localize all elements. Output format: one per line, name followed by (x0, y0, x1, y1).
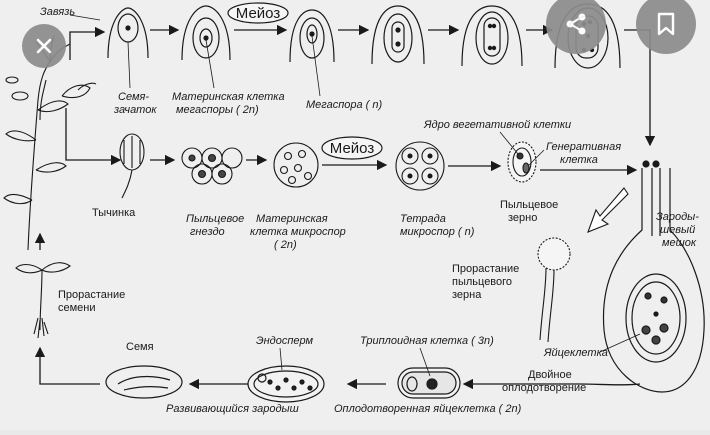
double-fert-label-1: Двойное (528, 369, 572, 381)
ovule-label-2: зачаток (113, 104, 157, 116)
embryo-sac-label-1: Зароды- (656, 211, 699, 223)
tetrad-label-2: микроспор ( n) (400, 226, 475, 238)
seed-label: Семя (126, 341, 154, 353)
seedling (15, 262, 71, 339)
pollen-grain-label-2: зерно (508, 212, 537, 224)
meiosis-label-mid: Мейоз (330, 140, 375, 157)
meiosis-oval-mid (321, 136, 383, 160)
pollen-sac-label-2: гнездо (190, 226, 225, 238)
ovule-2 (181, 5, 231, 61)
ovule-label-1: Семя- (118, 91, 149, 103)
generative-label-1: Генеративная (546, 141, 621, 153)
microspore-mother-cell (273, 142, 319, 188)
microspore-mother-label-1: Материнская (256, 213, 328, 225)
embryo-sac-label-3: мешок (662, 237, 697, 249)
ovule-row (107, 3, 621, 69)
pollen-grain-label-1: Пыльцевое (500, 199, 558, 211)
pollen-germ-label-2: пыльцевого (452, 276, 512, 288)
close-icon (36, 38, 52, 54)
pollen-sac-label-1: Пыльцевое (186, 213, 244, 225)
hollow-arrow (587, 187, 629, 233)
egg-cell-label: Яйцеклетка (543, 347, 608, 359)
stamen-label: Тычинка (92, 207, 136, 219)
embryo-sac-ovule (602, 160, 705, 393)
fertilized-egg (397, 367, 461, 399)
veg-nucleus-label: Ядро вегетативной клетки (423, 119, 571, 131)
embryo-sac-label-2: шевый (660, 224, 695, 236)
share-icon (566, 13, 586, 35)
generative-label-2: клетка (560, 154, 598, 166)
ovule-5 (461, 5, 523, 67)
stamen (119, 133, 145, 199)
seed (105, 365, 183, 399)
bookmark-button[interactable] (636, 0, 696, 54)
pollen-grain (507, 141, 537, 183)
ovule-4 (371, 5, 425, 65)
bookmark-icon (657, 12, 675, 36)
double-fert-label-2: оплодотворение (502, 382, 586, 394)
close-button[interactable] (22, 24, 66, 68)
microspore-mother-label-3: ( 2n) (274, 239, 297, 251)
share-button[interactable] (546, 0, 606, 54)
bottom-arrows (34, 232, 641, 390)
pollen-germ-label-3: зерна (452, 289, 482, 301)
meiosis-oval-top (227, 2, 289, 24)
microspore-tetrad (395, 141, 445, 191)
dev-embryo-label: Развивающийся зародыш (166, 403, 299, 415)
pollen-germination (537, 237, 571, 343)
megaspore-label: Мегаспора ( n) (306, 99, 382, 111)
triploid-label: Триплоидная клетка ( 3n) (360, 335, 494, 347)
microspore-mother-label-2: клетка микроспор (250, 226, 346, 238)
pollen-sac (181, 147, 243, 185)
developing-embryo (247, 365, 325, 403)
fert-egg-label: Оплодотворенная яйцеклетка ( 2n) (334, 403, 522, 415)
meiosis-label-top: Мейоз (236, 5, 281, 22)
flowering-plant (3, 35, 97, 251)
tetrad-label-1: Тетрада (400, 213, 446, 225)
megaspore-mother-label-1: Материнская клетка (172, 91, 285, 103)
ovule-3 (289, 9, 335, 63)
seed-germ-label-1: Прорастание (58, 289, 125, 301)
ovary-label: Завязь (40, 6, 75, 18)
endosperm-label: Эндосперм (256, 335, 314, 347)
seed-germ-label-2: семени (58, 302, 96, 314)
megaspore-mother-label-2: мегаспоры ( 2n) (176, 104, 259, 116)
pollen-germ-label-1: Прорастание (452, 263, 519, 275)
